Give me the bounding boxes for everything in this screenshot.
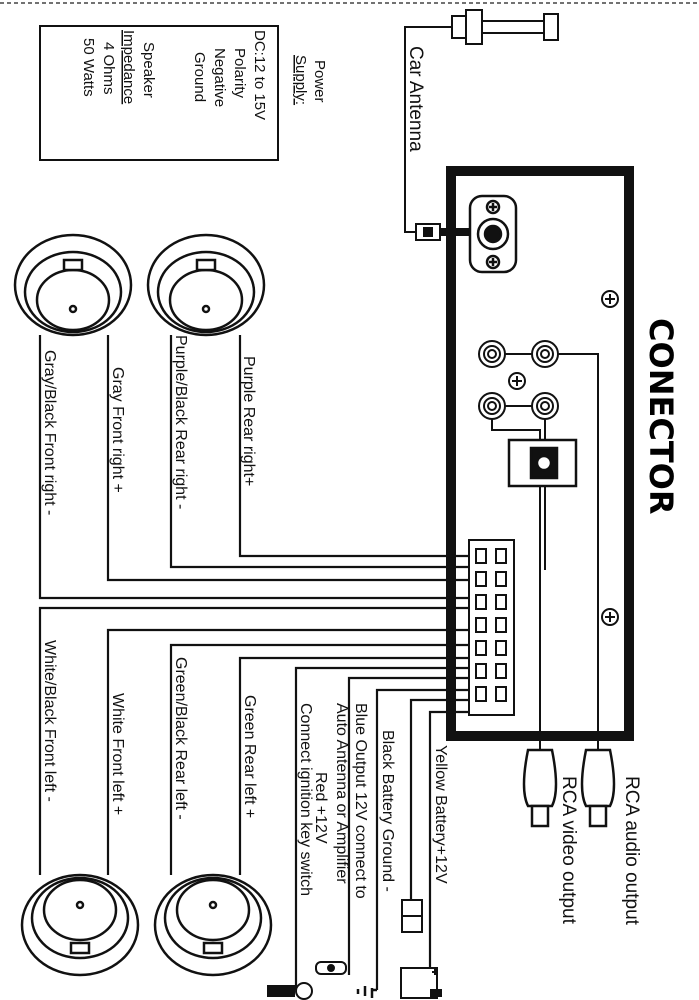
blue-label: Blue Output 12V connect to [352, 703, 369, 899]
power-title: Power [311, 60, 328, 103]
antenna-connector-icon [415, 223, 469, 241]
screw-icon [508, 290, 619, 626]
key-icon [267, 982, 313, 1000]
purple-rear-right-neg-label: Purple/Black Rear right - [172, 335, 189, 509]
antenna-socket-icon [468, 194, 518, 274]
polarity-text-3: Ground [191, 52, 208, 102]
ohms-text: 4 Ohms [100, 42, 117, 95]
battery-icon [400, 967, 442, 999]
white-front-left-pos-label: White Front left + [109, 693, 126, 815]
antenna-plug-icon [315, 961, 347, 975]
harness-connector [468, 539, 515, 716]
power-sub: Supply: [292, 55, 309, 105]
antenna-label: Car Antenna [405, 46, 426, 152]
green-rear-left-pos-label: Green Rear left + [241, 695, 258, 818]
rca-audio-label: RCA audio output [621, 776, 642, 926]
yellow-label: Yellow Battery+12V [432, 745, 449, 884]
fuse-holder-icon [401, 899, 423, 933]
wire-labels: Purple Rear right+ Purple/Black Rear rig… [41, 335, 449, 899]
spec-box [39, 25, 279, 161]
gray-front-right-neg-label: Gray/Black Front right - [41, 350, 58, 515]
purple-rear-right-pos-label: Purple Rear right+ [240, 356, 257, 486]
white-front-left-neg-label: White/Black Front left - [41, 640, 58, 802]
ground-icon [356, 986, 377, 998]
ignition-label: Connect ignition key switch [297, 703, 314, 896]
fuse-block-icon [507, 438, 578, 488]
antenna-cable [404, 26, 452, 233]
antenna-plug-icon [451, 9, 559, 45]
green-rear-left-neg-label: Green/Black Rear left - [172, 657, 189, 820]
speaker-icon [20, 873, 273, 977]
auto-antenna-label: Auto Antenna or Amplifier [333, 703, 350, 884]
speaker-wires [38, 335, 469, 990]
speaker-icon [13, 233, 266, 337]
impedance-text: Impedance [120, 30, 137, 104]
connector-title: CONECTOR [642, 318, 680, 514]
rca-video-label: RCA video output [558, 776, 579, 925]
watts-text: 50 Watts [80, 38, 97, 97]
voltage-text: DC:12 to 15V [251, 30, 268, 120]
black-label: Black Battery Ground - [379, 730, 396, 892]
gray-front-right-pos-label: Gray Front right + [109, 367, 126, 493]
rca-plug-icon [522, 748, 616, 828]
polarity-text-1: Polarity [231, 48, 248, 99]
spec-texts: Power Supply: DC:12 to 15V Polarity Nega… [80, 30, 328, 120]
speaker-title: Speaker [140, 42, 157, 98]
red-label: Red +12V [312, 772, 329, 844]
polarity-text-2: Negative [211, 48, 228, 107]
